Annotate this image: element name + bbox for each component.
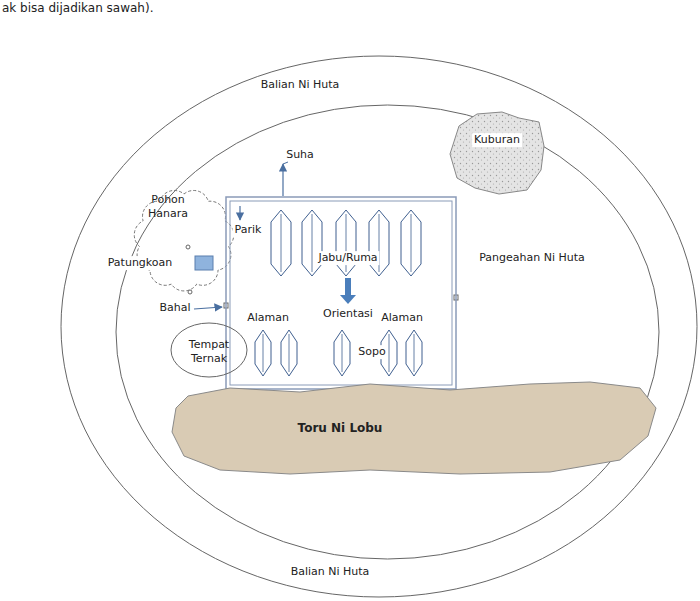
node-text: Toru Ni Lobu: [298, 421, 383, 436]
house-ridge: [411, 214, 412, 272]
grave-area: Kuburan: [447, 108, 547, 196]
house-symbol: [255, 330, 271, 376]
patungkoan-symbol: [195, 256, 213, 270]
tree-area: Pohon Hanara: [130, 185, 238, 295]
house-symbol: [406, 330, 422, 376]
node-outline: [447, 108, 547, 196]
house-ridge: [263, 334, 264, 372]
node-text: Orientasi: [321, 307, 375, 321]
blob-outline: [172, 382, 656, 474]
orientation-arrow-head: [340, 295, 356, 304]
node-text: Sopo: [356, 345, 387, 359]
suha-arrow: [282, 164, 283, 196]
node-text: Jabu/Ruma: [316, 251, 379, 265]
node-text: Pohon Hanara: [142, 193, 194, 221]
area-label: Bahal: [157, 301, 192, 315]
suha-leader: [283, 162, 288, 164]
node-text: Pangeahan Ni Huta: [477, 251, 587, 265]
house-ridge: [281, 214, 282, 272]
house-symbol: [281, 330, 297, 376]
house-ridge: [289, 334, 290, 372]
house-symbol: [334, 330, 350, 376]
area-label: Patungkoan: [106, 256, 175, 270]
node-outline: [60, 55, 698, 598]
outer-ring: Balian Ni HutaBalian Ni HutaPangeahan Ni…: [60, 55, 698, 598]
area-label: Suha: [286, 148, 314, 162]
ellipse-outline: [171, 323, 247, 377]
rect-outline: [226, 197, 456, 389]
node-text: Kuburan: [472, 133, 522, 147]
house-symbol: [271, 210, 291, 276]
inner-ring: Pangeahan Ni HutaKuburanPohon HanaraPari…: [115, 104, 660, 560]
house-ridge: [389, 334, 390, 372]
node-text: Alaman: [379, 311, 425, 325]
node-outline: [170, 378, 658, 478]
house-ridge: [414, 334, 415, 372]
village-square: ParikJabu/RumaOrientasi Alaman AlamanSopo: [225, 196, 457, 390]
cut-off-text: ak bisa dijadikan sawah).: [2, 1, 153, 16]
house-ridge: [312, 214, 313, 272]
ellipse-outline: [116, 105, 659, 559]
node-text: Tempat Ternak: [181, 338, 237, 366]
blob-outline: [450, 112, 544, 194]
house-ridge: [342, 334, 343, 372]
house-row: [255, 210, 422, 376]
lower-land: Toru Ni Lobu: [170, 378, 658, 478]
rect-outline: [230, 201, 452, 385]
house-symbol: [369, 210, 389, 276]
house-symbol: [401, 210, 421, 276]
node-text: Balian Ni Huta: [261, 78, 340, 92]
node-text: Balian Ni Huta: [291, 565, 370, 579]
bahal-arrow: [194, 307, 222, 309]
tree-dot: [186, 245, 190, 249]
cloud-outline: [134, 190, 233, 290]
house-symbol: [302, 210, 322, 276]
ellipse-outline: [61, 56, 697, 597]
node-text: Alaman: [245, 311, 291, 325]
house-symbol: [336, 210, 356, 276]
livestock-area: Tempat Ternak: [170, 322, 248, 378]
parik-arrow: [239, 206, 240, 220]
node-outline: [115, 104, 660, 560]
node-text: Parik: [233, 223, 264, 237]
